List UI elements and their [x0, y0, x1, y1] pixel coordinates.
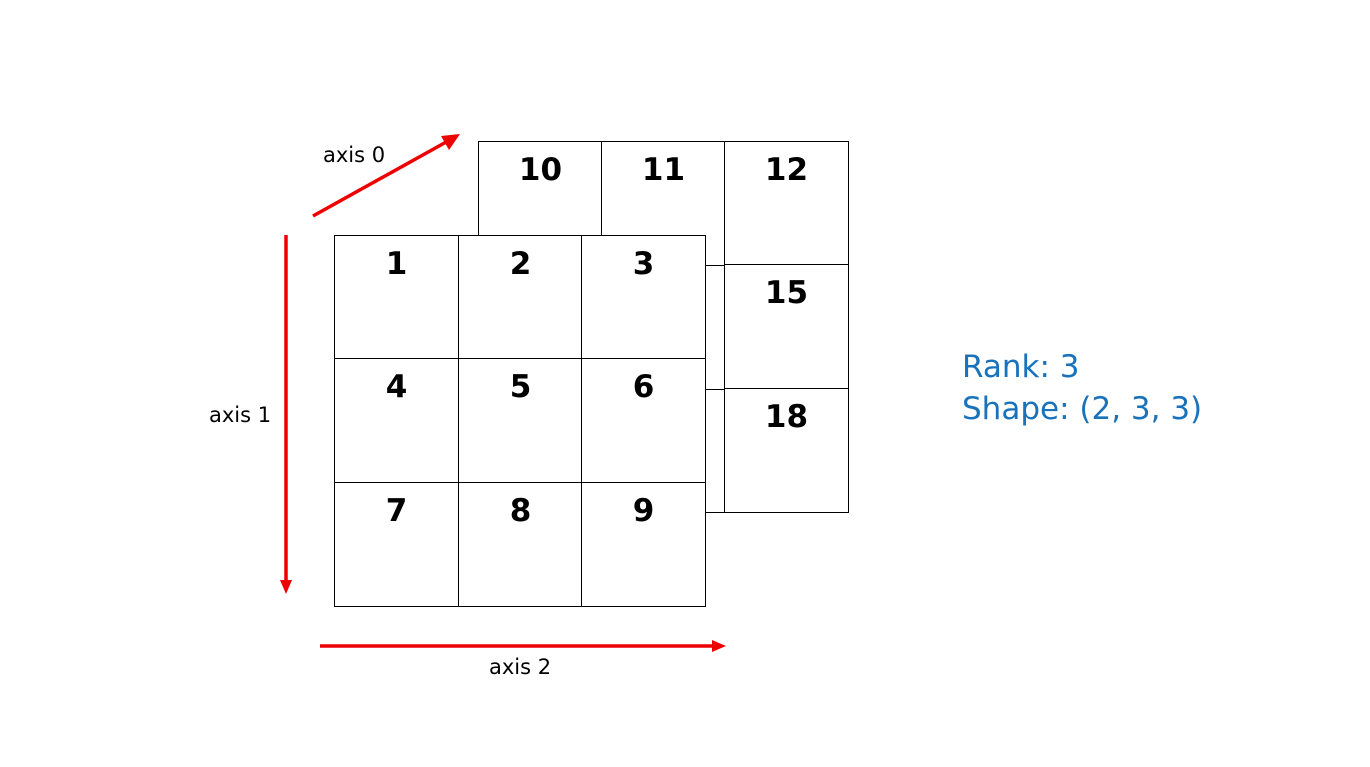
front-cell-value: 2	[509, 246, 532, 282]
front-cell-value: 9	[632, 493, 655, 529]
front-cell-3: 3	[581, 235, 706, 360]
front-cell-value: 6	[632, 369, 655, 405]
back-cell-value: 11	[641, 152, 686, 188]
front-cell-value: 4	[385, 369, 408, 405]
shape-text: Shape: (2, 3, 3)	[962, 391, 1203, 427]
front-cell-value: 1	[385, 246, 408, 282]
front-cell-2: 2	[458, 235, 583, 360]
front-cell-6: 6	[581, 358, 706, 483]
front-cell-8: 8	[458, 482, 583, 607]
front-cell-4: 4	[334, 358, 459, 483]
back-cell-18: 18	[724, 388, 849, 513]
axis-2-label: axis 2	[489, 655, 552, 679]
axis-1-label: axis 1	[209, 403, 272, 427]
back-grid-edge	[705, 265, 725, 266]
front-cell-value: 8	[509, 493, 532, 529]
front-cell-7: 7	[334, 482, 459, 607]
axis-1-arrow	[280, 235, 292, 594]
front-cell-value: 5	[509, 369, 532, 405]
front-cell-1: 1	[334, 235, 459, 360]
back-cell-value: 10	[518, 152, 563, 188]
tensor-info: Rank: 3 Shape: (2, 3, 3)	[962, 346, 1202, 430]
back-cell-12: 12	[724, 141, 849, 266]
back-cell-value: 18	[764, 399, 809, 435]
back-grid-edge	[705, 389, 725, 390]
front-cell-5: 5	[458, 358, 583, 483]
rank-text: Rank: 3	[962, 349, 1080, 385]
back-cell-value: 15	[764, 275, 809, 311]
front-cell-9: 9	[581, 482, 706, 607]
front-cell-value: 3	[632, 246, 655, 282]
front-cell-value: 7	[385, 493, 408, 529]
back-grid-edge	[705, 512, 725, 513]
back-cell-15: 15	[724, 264, 849, 389]
axis-0-arrow	[312, 134, 460, 218]
axis-2-arrow	[320, 640, 726, 652]
axis-0-label: axis 0	[323, 143, 386, 167]
back-cell-value: 12	[764, 152, 809, 188]
